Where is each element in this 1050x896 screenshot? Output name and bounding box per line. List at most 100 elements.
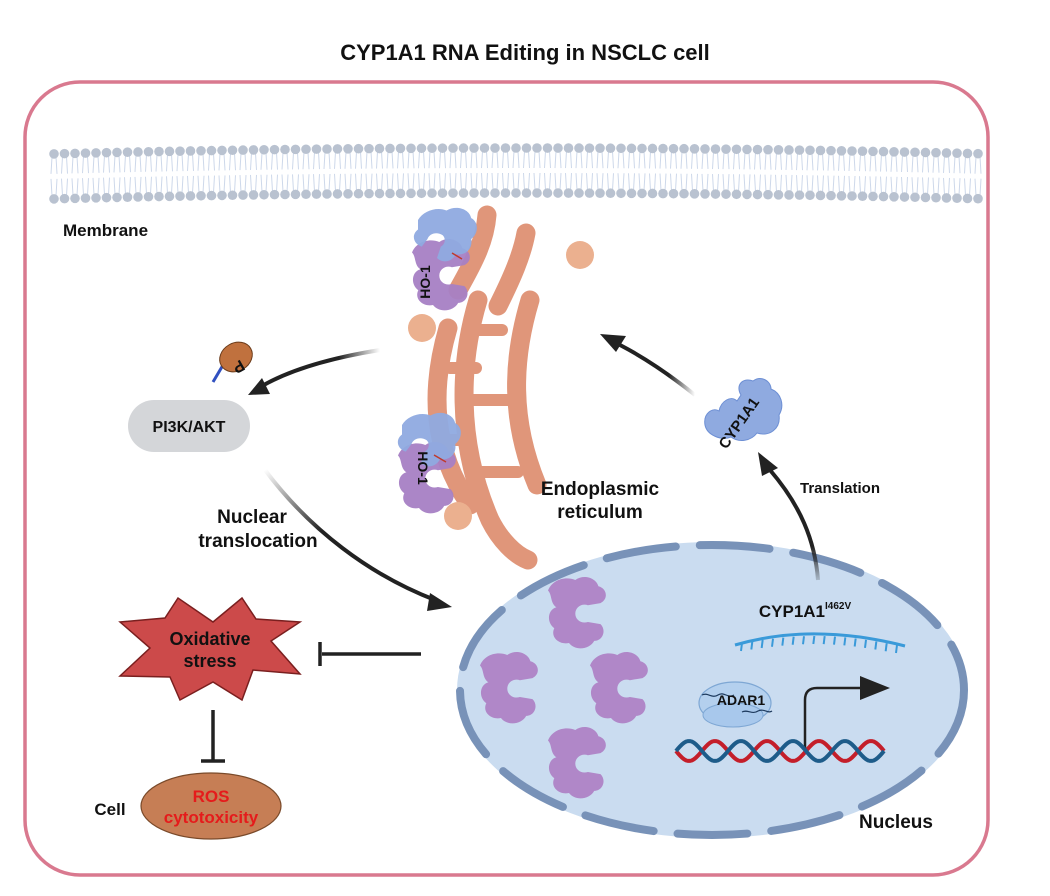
lipid-head (259, 144, 269, 155)
lipid-head (437, 188, 448, 198)
lipid-head (206, 190, 217, 201)
lipid-head (626, 188, 637, 199)
lipid-head (931, 192, 941, 203)
lipid-head (269, 189, 280, 200)
lipid-head (605, 143, 616, 154)
lipid-head (679, 143, 689, 154)
lipid-tail (544, 150, 551, 191)
lipid-tail (775, 152, 782, 192)
lipid-head (70, 193, 80, 204)
lipid-head (952, 193, 962, 203)
lipid-head (689, 189, 700, 199)
lipid-head (542, 188, 553, 198)
lipid-head (416, 188, 427, 199)
lipid-head (49, 149, 59, 159)
lipid-tail (806, 153, 814, 193)
lipid-tail (376, 151, 383, 191)
lipid-tail (61, 156, 68, 196)
mrna-base (740, 642, 743, 652)
lipid-head (962, 148, 973, 159)
lipid-head (395, 143, 406, 154)
lipid-head (164, 146, 175, 157)
lipid-tail (512, 150, 520, 191)
lipid-head (826, 145, 836, 156)
ho1-label-bottom: HO-1 (415, 451, 431, 485)
lipid-tail (922, 155, 929, 195)
lipid-head (395, 188, 406, 199)
lipid-head (962, 193, 973, 204)
lipid-head (427, 143, 437, 154)
lipid-head (479, 188, 490, 198)
lipid-tail (281, 152, 289, 192)
variant-superscript: I462V (825, 601, 851, 612)
lipid-head (490, 143, 500, 153)
lipid-tail (649, 151, 656, 191)
lipid-tail (386, 151, 394, 191)
lipid-tail (365, 151, 373, 191)
lipid-head (448, 143, 458, 153)
lipid-head (815, 145, 826, 156)
lipid-head (637, 143, 647, 154)
lipid-head (70, 148, 80, 159)
lipid-head (784, 190, 794, 200)
lipid-head (773, 145, 784, 155)
mrna-base (771, 638, 774, 647)
phospho-group (219, 341, 253, 373)
lipid-tail (397, 151, 404, 191)
lipid-head (595, 188, 605, 198)
lipid-tail (239, 153, 247, 193)
lipid-tail (71, 156, 79, 196)
lipid-head (80, 148, 91, 158)
lipid-tail (197, 153, 205, 193)
lipid-head (532, 188, 542, 198)
er-vesicle (444, 502, 472, 530)
lipid-head (763, 144, 773, 155)
lipid-head (574, 143, 584, 153)
lipid-head (280, 189, 290, 200)
lipid-tail (796, 153, 803, 193)
lipid-head (742, 144, 752, 155)
lipid-tail (974, 156, 982, 196)
cell-label: Cell (94, 800, 125, 819)
mrna-base (843, 637, 847, 646)
lipid-head (280, 144, 290, 155)
lipid-tail (334, 151, 341, 191)
lipid-head (185, 146, 196, 156)
activation-arrow-er-to-pi3k (248, 348, 381, 395)
lipid-head (605, 188, 616, 199)
lipid-head (731, 144, 742, 155)
lipid-bilayer-membrane (49, 143, 983, 204)
lipid-tail (701, 151, 709, 191)
lipid-tail (722, 152, 730, 192)
lipid-head (196, 145, 206, 156)
lipid-tail (733, 152, 740, 192)
lipid-head (290, 144, 301, 155)
lipid-head (227, 190, 238, 201)
lipid-head (301, 144, 311, 155)
lipid-head (857, 191, 868, 201)
lipid-tail (575, 151, 583, 191)
lipid-head (521, 188, 532, 198)
lipid-head (164, 191, 175, 202)
lipid-tail (911, 155, 919, 195)
lipid-head (332, 189, 343, 199)
lipid-head (637, 188, 647, 199)
lipid-tail (166, 154, 173, 194)
lipid-head (332, 144, 343, 154)
lipid-tail (964, 156, 971, 196)
lipid-head (143, 191, 154, 202)
lipid-tail (176, 154, 184, 194)
lipid-tail (344, 151, 352, 191)
lipid-head (343, 189, 353, 199)
nuclear-translocation-label-line1: Nuclear (217, 507, 287, 528)
lipid-head (647, 143, 658, 154)
er-vesicle (566, 241, 594, 269)
lipid-head (217, 145, 227, 156)
lipid-head (952, 148, 962, 158)
arrow-head (860, 676, 890, 700)
membrane-label: Membrane (63, 221, 148, 240)
er-cisterna-5 (507, 290, 547, 495)
lipid-tail (103, 155, 110, 195)
lipid-head (448, 188, 458, 198)
cell-boundary (23, 80, 990, 877)
